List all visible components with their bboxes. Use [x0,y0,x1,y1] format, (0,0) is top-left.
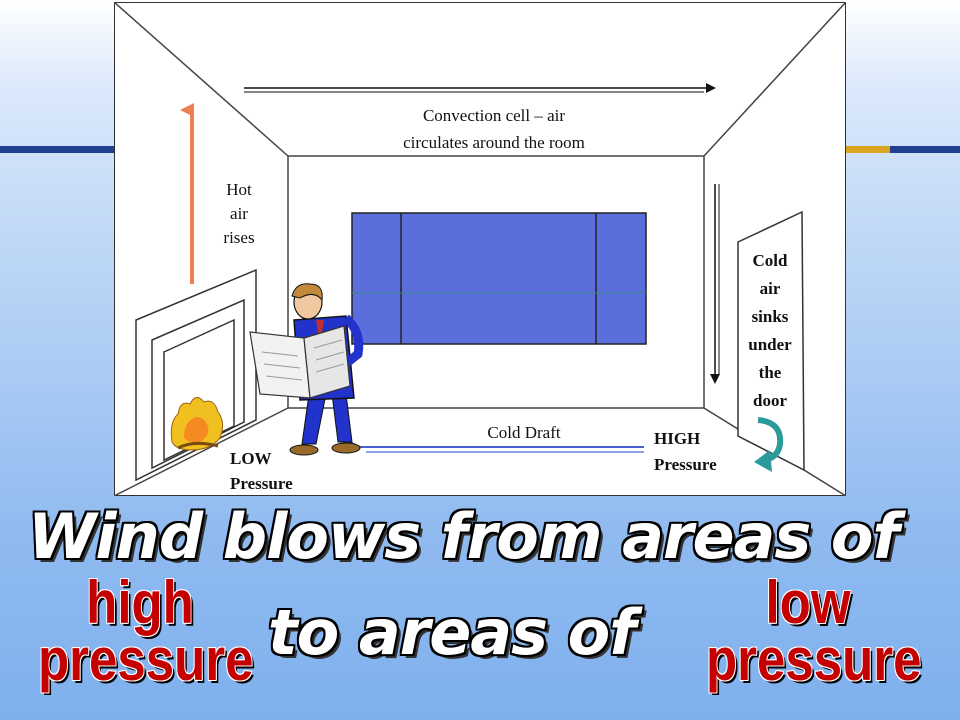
ceiling-edge-right [703,2,846,157]
cold-draft-label: Cold Draft [487,423,560,442]
door [737,210,805,472]
room-convection-diagram: Convection cell – air circulates around … [114,2,846,496]
man-reading-newspaper [249,283,364,456]
convection-label-line2: circulates around the room [403,133,585,152]
window [351,212,647,345]
cold-air-label-line5: the [759,363,782,382]
hot-air-label-line1: Hot [226,180,252,199]
answer-low-line1: low [765,569,851,636]
headline-line1: Wind blows from areas of [28,500,899,573]
back-wall [287,155,705,409]
ceiling-edge-left [114,2,289,157]
high-pressure-label-line1: HIGH [654,429,700,448]
low-pressure-label-line2: Pressure [230,474,293,493]
door-curve-arrow-icon [754,417,784,472]
low-pressure-label-line1: LOW [230,449,272,468]
answer-high-line2: pressure [38,626,254,693]
answer-low-line2: pressure [706,626,922,693]
convection-label-line1: Convection cell – air [423,106,565,125]
hot-air-label-line3: rises [223,228,254,247]
accent-bar-right [890,146,960,153]
cold-air-label-line3: sinks [752,307,789,326]
accent-bar-left [0,146,120,153]
fire-icon [170,397,224,451]
cold-air-label-line6: door [753,391,787,410]
cold-air-label-line2: air [760,279,781,298]
room-illustration: Convection cell – air circulates around … [114,2,846,496]
cold-air-label-line1: Cold [753,251,789,270]
answer-low-pressure: low pressure [706,569,922,693]
high-pressure-label-line2: Pressure [654,455,717,474]
floor-edge-left [114,407,289,496]
hot-air-label-line2: air [230,204,248,223]
cold-air-label-line4: under [748,335,792,354]
answer-high-line1: high [86,569,194,636]
headline-line2: to areas of [268,596,636,669]
answer-high-pressure: high pressure [38,569,254,693]
accent-bar-gold [846,146,890,153]
